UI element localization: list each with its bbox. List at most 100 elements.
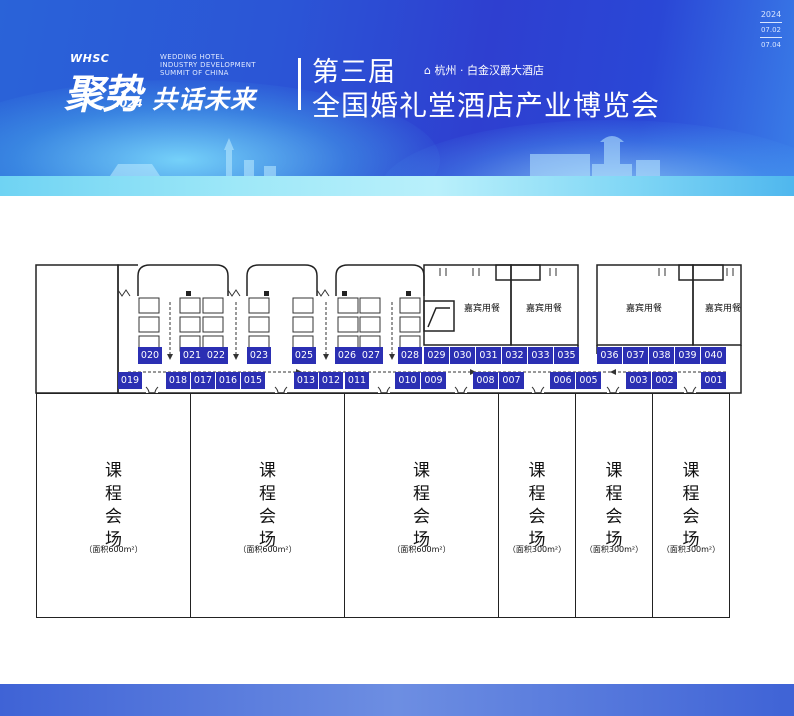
event-dates: 2024 07.02 07.04 [758,10,784,50]
booth[interactable]: 040 [701,347,726,364]
booth[interactable]: 005 [576,372,601,389]
edition-title: 第三届 [312,57,396,88]
hall-name-char: 场 [105,530,122,550]
course-hall[interactable]: 课 程 会 场 （面积600m²） [36,393,191,618]
header-banner: WHSC 聚势 2024 WEDDING HOTEL INDUSTRY DEVE… [0,0,794,196]
divider [298,58,301,110]
hall-name: 课 程 会 场 [37,460,190,552]
booth[interactable]: 036 [597,347,622,364]
logo-wordmark: 聚势 [64,72,142,118]
hall-name-char: 程 [682,484,700,504]
date-end: 07.04 [760,41,782,49]
hall-area: （面积600m²） [392,545,451,554]
hall-name-char: 程 [105,484,122,504]
hall-name-char: 场 [413,530,430,550]
booth[interactable]: 015 [241,372,265,389]
booth[interactable]: 007 [499,372,524,389]
booth[interactable]: 026 [335,347,359,364]
date-start: 07.02 [760,26,782,34]
course-hall[interactable]: 课 程 会 场 （面积300m²） [652,393,730,618]
booth[interactable]: 031 [476,347,501,364]
hall-name-char: 场 [682,530,700,550]
logo-english-line: INDUSTRY DEVELOPMENT [160,61,256,69]
booth[interactable]: 030 [450,347,475,364]
hall-name: 课 程 会 场 [191,460,344,552]
course-hall[interactable]: 课 程 会 场 （面积300m²） [498,393,576,618]
hall-name-char: 程 [413,484,430,504]
hall-name-char: 会 [413,507,430,527]
footer-bar [0,684,794,716]
logo-english: WEDDING HOTEL INDUSTRY DEVELOPMENT SUMMI… [160,53,270,77]
booth[interactable]: 032 [502,347,527,364]
hall-name: 课 程 会 场 [345,460,498,552]
booth[interactable]: 025 [292,347,316,364]
booth[interactable]: 037 [623,347,648,364]
city-skyline-icon [100,136,660,180]
course-hall[interactable]: 课 程 会 场 （面积600m²） [190,393,345,618]
hall-name: 课 程 会 场 [576,460,652,552]
hall-name-char: 课 [259,461,276,481]
event-title: 全国婚礼堂酒店产业博览会 [312,89,661,122]
floor-plan: 嘉宾用餐 嘉宾用餐 嘉宾用餐 嘉宾用餐 020 021 022 023 025 … [0,196,794,684]
slogan: 共话未来 [152,85,257,114]
booth[interactable]: 027 [359,347,383,364]
booth[interactable]: 001 [701,372,726,389]
date-year: 2024 [760,10,782,19]
hall-name: 课 程 会 场 [499,460,575,552]
booth[interactable]: 010 [395,372,420,389]
hall-area: （面积600m²） [238,545,297,554]
dining-room-label: 嘉宾用餐 [463,304,500,314]
booth[interactable]: 035 [554,347,579,364]
booth[interactable]: 012 [319,372,343,389]
booth[interactable]: 009 [421,372,446,389]
hall-area: （面积300m²） [584,545,644,554]
hall-name-char: 会 [105,507,122,527]
date-divider [760,37,782,38]
course-hall[interactable]: 课 程 会 场 （面积300m²） [575,393,653,618]
course-hall[interactable]: 课 程 会 场 （面积600m²） [344,393,499,618]
hall-name-char: 课 [682,461,700,481]
venue-label: ⌂ 杭州 · 白金汉爵大酒店 [424,62,544,78]
booth[interactable]: 029 [424,347,449,364]
hall-name-char: 课 [413,461,430,481]
dining-room-label: 嘉宾用餐 [525,304,562,314]
booth[interactable]: 023 [247,347,271,364]
booth[interactable]: 028 [398,347,422,364]
booth[interactable]: 002 [652,372,677,389]
hall-name-char: 会 [605,507,623,527]
booth[interactable]: 038 [649,347,674,364]
hall-name-char: 程 [605,484,623,504]
booth[interactable]: 039 [675,347,700,364]
hall-name-char: 会 [259,507,276,527]
logo-english-line: WEDDING HOTEL [160,53,225,61]
hotel-icon: ⌂ [424,64,431,77]
booth[interactable]: 017 [191,372,215,389]
hall-name-char: 程 [528,484,546,504]
hall-name-char: 课 [605,461,623,481]
booth[interactable]: 033 [528,347,553,364]
booth[interactable]: 018 [166,372,190,389]
hall-area: （面积300m²） [507,545,567,554]
hall-name-char: 会 [528,507,546,527]
booth[interactable]: 008 [473,372,498,389]
booth[interactable]: 011 [345,372,369,389]
booth[interactable]: 019 [118,372,142,389]
booth[interactable]: 022 [204,347,228,364]
booth[interactable]: 021 [180,347,204,364]
booth[interactable]: 020 [138,347,162,364]
banner-strip [0,176,794,196]
booth[interactable]: 013 [294,372,318,389]
logo-year: 2024 [112,97,143,110]
logo-english-line: SUMMIT OF CHINA [160,69,229,77]
booth[interactable]: 016 [216,372,240,389]
hall-name: 课 程 会 场 [653,460,729,552]
dining-room-label: 嘉宾用餐 [704,304,741,314]
booth[interactable]: 006 [550,372,575,389]
hall-name-char: 场 [528,530,546,550]
hall-name-char: 程 [259,484,276,504]
hall-name-char: 场 [259,530,276,550]
booth[interactable]: 003 [626,372,651,389]
dining-room-label: 嘉宾用餐 [625,304,662,314]
hall-name-char: 场 [605,530,623,550]
logo-acronym: WHSC [70,52,110,65]
